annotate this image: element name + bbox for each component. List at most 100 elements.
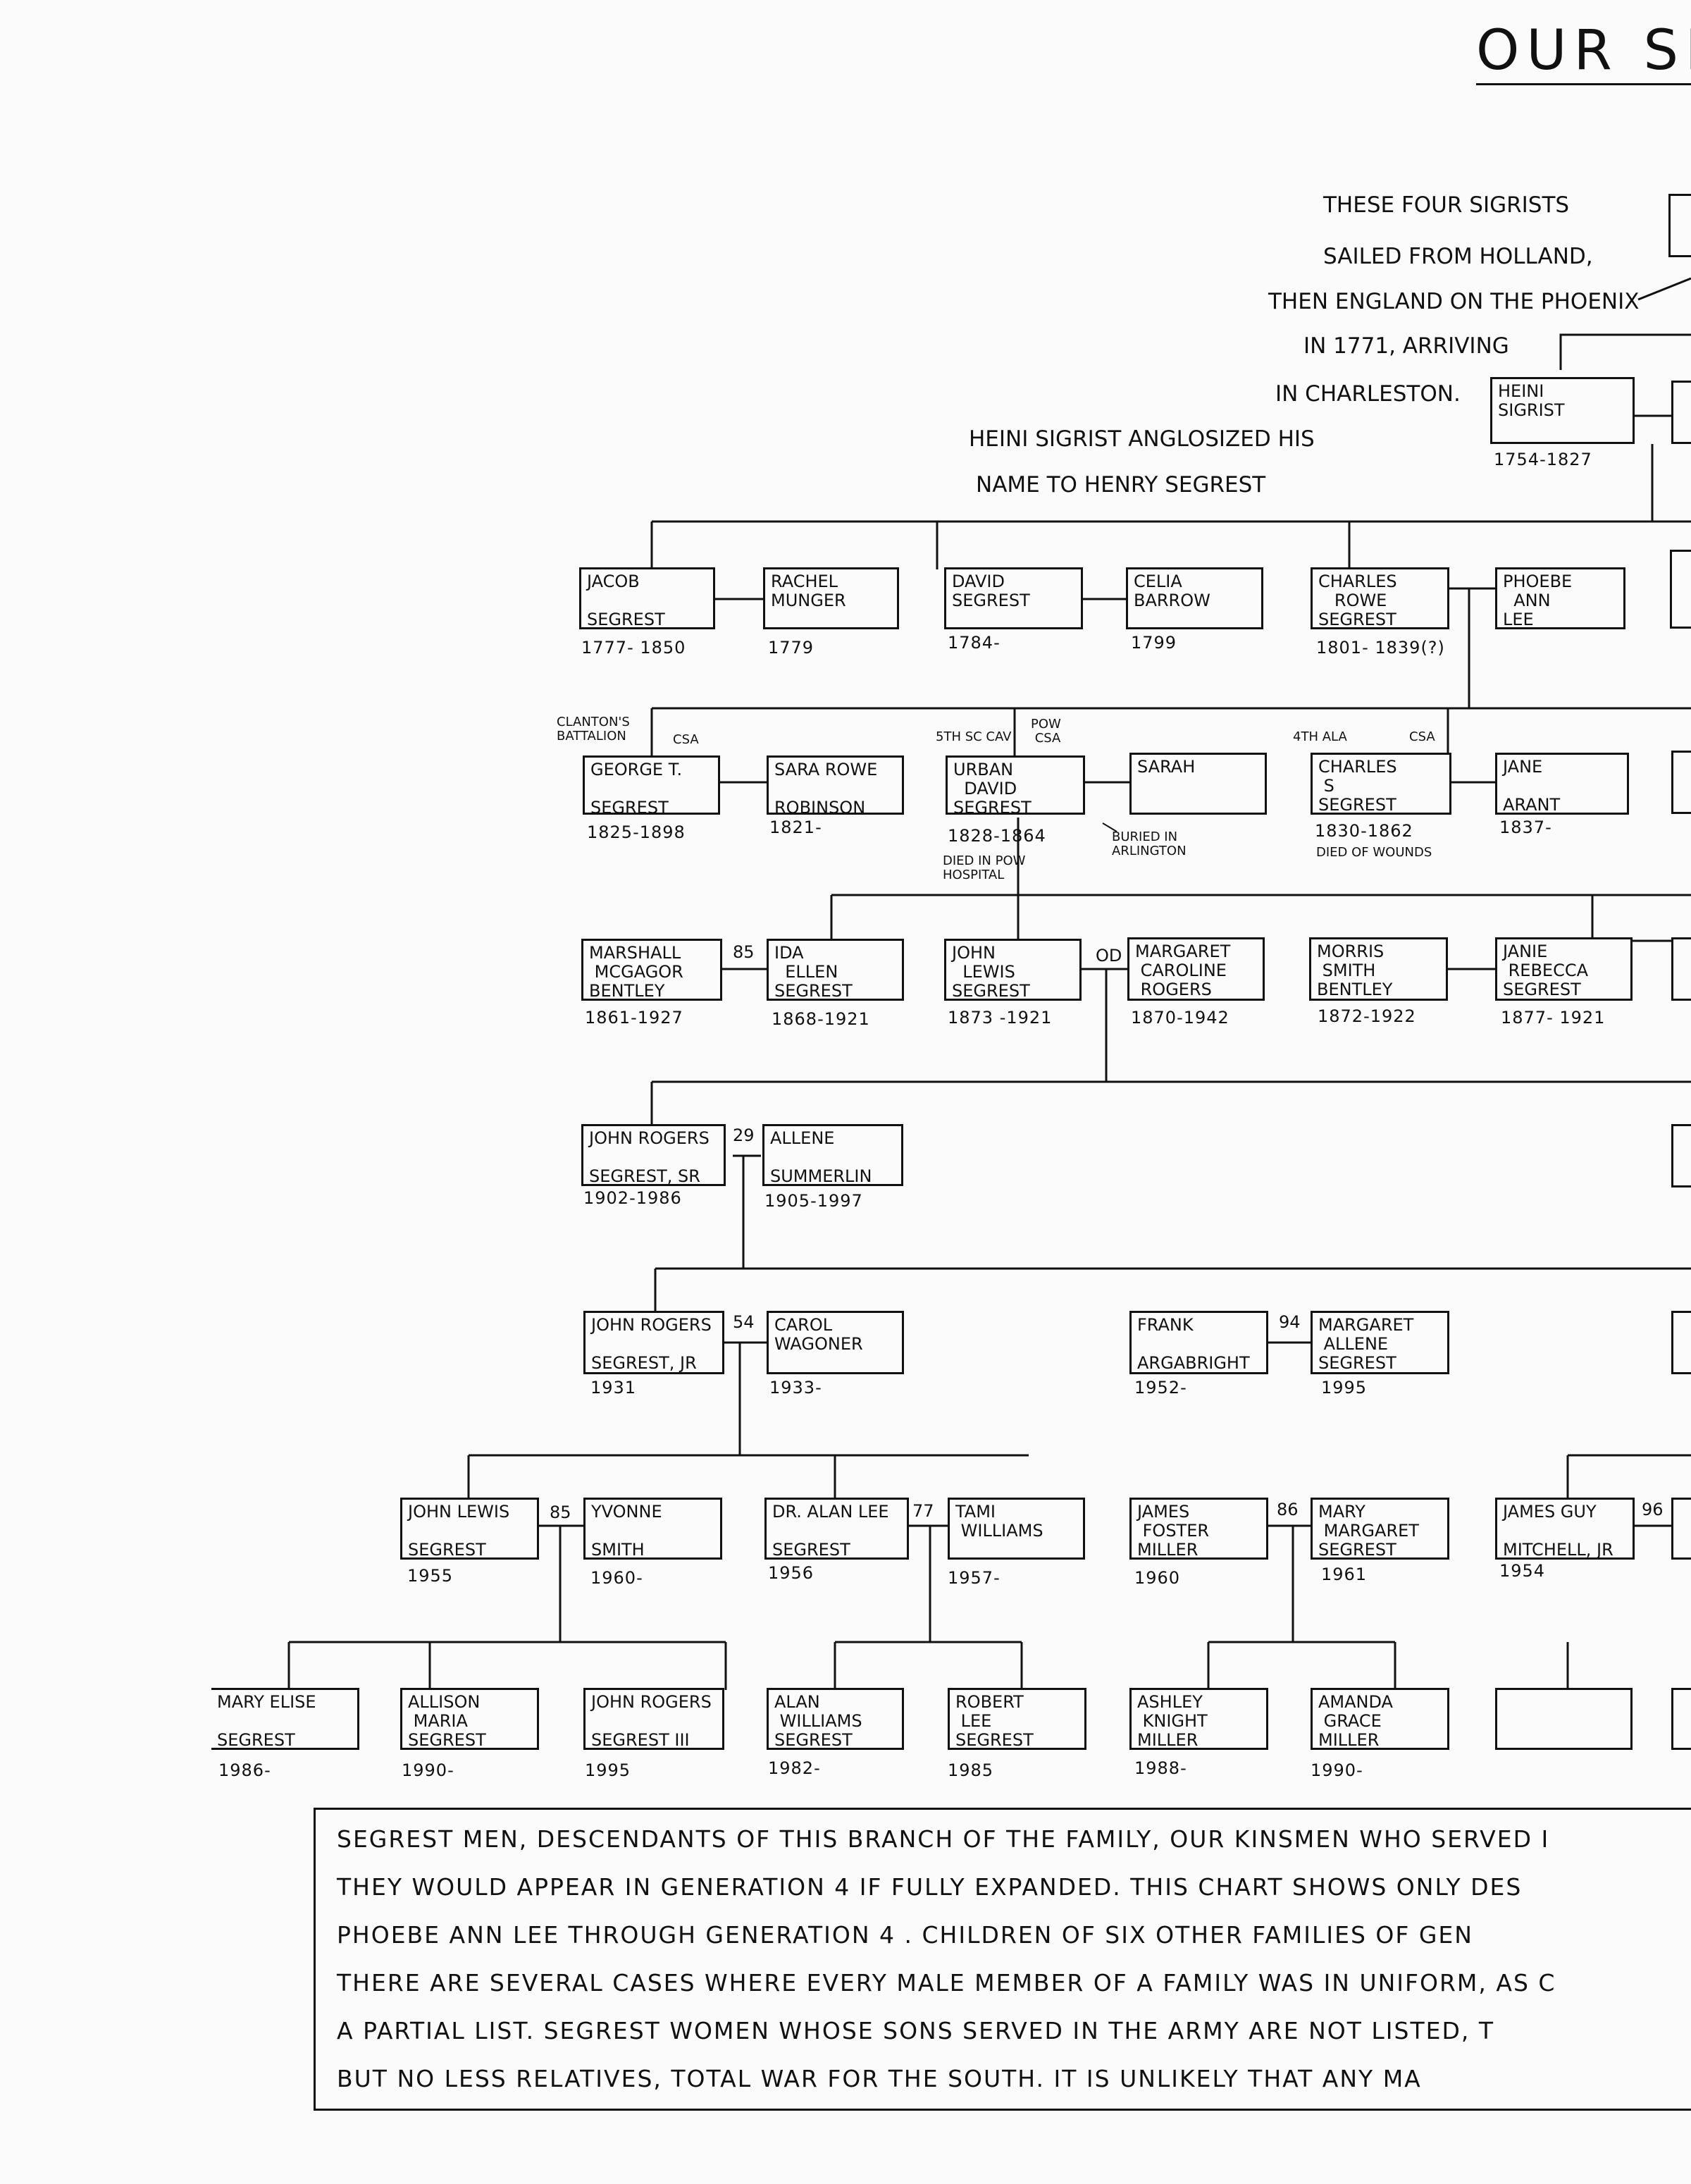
person-gen4-partial — [1671, 1124, 1691, 1187]
person-gen6-partial — [1671, 1498, 1691, 1560]
note-line-3: THEN ENGLAND ON THE PHOENIX — [1268, 289, 1640, 314]
dates-carol: 1933- — [769, 1378, 822, 1398]
person-empty-gen7 — [1495, 1688, 1633, 1750]
person-gen2-partial — [1671, 751, 1691, 814]
marriage-mitchell: 96 — [1642, 1500, 1664, 1519]
footer-line-6: BUT NO LESS RELATIVES, TOTAL WAR FOR THE… — [337, 2065, 1422, 2092]
person-heini-spouse-partial — [1671, 381, 1691, 444]
note-line-1: THESE FOUR SIGRISTS — [1323, 192, 1570, 218]
dates-margaret-allene: 1995 — [1321, 1378, 1368, 1398]
chart-title: OUR SE — [1476, 19, 1691, 85]
dates-john-lewis: 1873 -1921 — [948, 1008, 1053, 1028]
person-sara: SARA ROWE ROBINSON — [767, 755, 904, 815]
person-mary-elise: MARY ELISE SEGREST — [211, 1688, 359, 1750]
dates-john-lewis-2: 1955 — [407, 1566, 454, 1586]
person-ashley: ASHLEY KNIGHT MILLER — [1129, 1688, 1268, 1750]
person-top-partial — [1668, 194, 1691, 257]
person-john-lewis: JOHN LEWIS SEGREST — [944, 939, 1082, 1001]
phoenix-arrow — [1637, 277, 1691, 301]
person-alan-williams: ALAN WILLIAMS SEGREST — [767, 1688, 904, 1750]
footer-note: SEGREST MEN, DESCENDANTS OF THIS BRANCH … — [314, 1808, 1691, 2111]
dates-yvonne: 1960- — [590, 1568, 643, 1588]
person-ida: IDA ELLEN SEGREST — [767, 939, 904, 1001]
dates-urban: 1828-1864 — [948, 826, 1046, 846]
dates-ida: 1868-1921 — [772, 1009, 870, 1029]
person-phoebe: PHOEBE ANN LEE — [1495, 567, 1625, 629]
person-john-rogers-jr: JOHN ROGERS SEGREST, JR — [583, 1311, 724, 1374]
person-david: DAVID SEGREST — [944, 567, 1083, 629]
person-mary-margaret: MARY MARGARET SEGREST — [1311, 1498, 1449, 1560]
person-allison: ALLISON MARIA SEGREST — [400, 1688, 539, 1750]
person-tami: TAMI WILLIAMS — [948, 1498, 1085, 1560]
person-charles-s: CHARLES S SEGREST — [1311, 753, 1451, 815]
person-gen5-partial — [1671, 1311, 1691, 1374]
person-amanda: AMANDA GRACE MILLER — [1311, 1688, 1449, 1750]
dates-allene: 1905-1997 — [764, 1191, 863, 1211]
dates-celia: 1799 — [1131, 633, 1177, 653]
person-celia: CELIA BARROW — [1126, 567, 1263, 629]
dates-jacob: 1777- 1850 — [581, 638, 686, 658]
dates-alan-williams: 1982- — [768, 1758, 821, 1778]
dates-margaret-caroline: 1870-1942 — [1131, 1008, 1229, 1028]
note-buried: BURIED IN ARLINGTON — [1112, 829, 1187, 858]
dates-tami: 1957- — [948, 1568, 1001, 1588]
dates-frank: 1952- — [1134, 1378, 1187, 1398]
note-csa-1: CSA — [673, 732, 699, 747]
person-urban: URBAN DAVID SEGREST — [946, 755, 1085, 815]
marriage-jl: 85 — [550, 1503, 571, 1522]
dates-mary-margaret: 1961 — [1321, 1565, 1368, 1584]
anglicized-note-2: NAME TO HENRY SEGREST — [976, 472, 1266, 498]
dates-charles-s: 1830-1862 — [1315, 821, 1413, 841]
dates-george: 1825-1898 — [587, 822, 686, 842]
person-sarah: SARAH — [1129, 753, 1267, 815]
dates-rachel: 1779 — [768, 638, 814, 658]
dates-heini: 1754-1827 — [1494, 450, 1592, 469]
marriage-ida-marshall: 85 — [733, 942, 755, 962]
note-died-pow: DIED IN POW HOSPITAL — [943, 853, 1026, 882]
note-line-5: IN CHARLESTON. — [1275, 381, 1461, 407]
person-james-guy: JAMES GUY MITCHELL, JR — [1495, 1498, 1635, 1560]
person-charles-rowe: CHARLES ROWE SEGREST — [1311, 567, 1449, 629]
person-jane: JANE ARANT — [1495, 753, 1629, 815]
dates-amanda: 1990- — [1311, 1760, 1363, 1780]
footer-line-4: THERE ARE SEVERAL CASES WHERE EVERY MALE… — [337, 1969, 1556, 1997]
person-carol: CAROL WAGONER — [767, 1311, 904, 1374]
dates-john-rogers-3: 1995 — [585, 1760, 631, 1780]
person-john-lewis-2: JOHN LEWIS SEGREST — [400, 1498, 539, 1560]
person-george: GEORGE T. SEGREST — [583, 755, 720, 815]
marriage-alan: 77 — [912, 1501, 934, 1521]
dates-james-guy: 1954 — [1499, 1561, 1546, 1581]
person-janie: JANIE REBECCA SEGREST — [1495, 937, 1633, 1001]
person-yvonne: YVONNE SMITH — [583, 1498, 722, 1560]
person-john-rogers-sr: JOHN ROGERS SEGREST, SR — [581, 1124, 726, 1186]
note-clanton: CLANTON'S BATTALION — [557, 715, 630, 744]
note-died-wounds: DIED OF WOUNDS — [1316, 845, 1432, 860]
note-urban-pow: POW CSA — [1031, 717, 1061, 746]
dates-james-foster: 1960 — [1134, 1568, 1181, 1588]
marriage-john-margaret: OD — [1096, 946, 1122, 965]
dates-john-rogers-jr: 1931 — [590, 1378, 637, 1398]
dates-morris: 1872-1922 — [1318, 1006, 1416, 1026]
dates-allison: 1990- — [402, 1760, 454, 1780]
person-alan: DR. ALAN LEE SEGREST — [764, 1498, 909, 1560]
person-allene: ALLENE SUMMERLIN — [762, 1124, 903, 1186]
footer-line-2: THEY WOULD APPEAR IN GENERATION 4 IF FUL… — [337, 1873, 1523, 1901]
marriage-sr: 29 — [733, 1125, 755, 1145]
person-frank: FRANK ARGABRIGHT — [1129, 1311, 1268, 1374]
dates-robert: 1985 — [948, 1760, 994, 1780]
marriage-miller: 86 — [1277, 1500, 1299, 1519]
note-charles-unit: 4TH ALA — [1293, 729, 1347, 744]
dates-ashley: 1988- — [1134, 1758, 1187, 1778]
heini-link — [1559, 333, 1691, 370]
note-urban-unit: 5TH SC CAV — [936, 729, 1012, 744]
dates-janie: 1877- 1921 — [1501, 1008, 1606, 1028]
note-csa-3: CSA — [1409, 729, 1435, 744]
person-morris: MORRIS SMITH BENTLEY — [1309, 937, 1448, 1001]
marriage-jr: 54 — [733, 1312, 755, 1332]
person-jacob: JACOB SEGREST — [579, 567, 715, 629]
buried-arrow — [1102, 822, 1117, 832]
anglicized-note-1: HEINI SIGRIST ANGLOSIZED HIS — [969, 426, 1315, 452]
dates-jane: 1837- — [1499, 818, 1552, 837]
person-gen1-partial — [1670, 550, 1691, 629]
